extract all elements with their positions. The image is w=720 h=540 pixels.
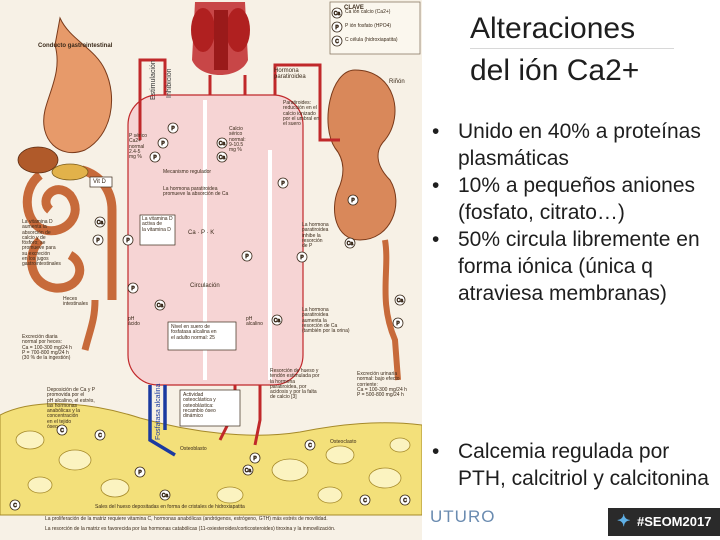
label-vit-d-activa: La vitamina D activa de la vitamina D — [142, 216, 173, 233]
title-divider — [470, 48, 674, 49]
label-paratiroides-text: Paratiroides: reducción en el calcio ion… — [283, 100, 320, 127]
label-vit-d-box: Vit D — [93, 179, 106, 185]
svg-text:P: P — [351, 198, 355, 204]
svg-text:C: C — [403, 498, 407, 504]
bullet-text: Unido en 40% a proteínas plasmáticas — [458, 120, 701, 170]
footnote-2: La proliferación de la matriz requiere v… — [45, 516, 328, 522]
svg-text:Ca: Ca — [157, 303, 164, 309]
label-circulacion: Circulación — [190, 283, 220, 289]
label-deposicion: Deposición de Ca y P promovida por el pH… — [47, 387, 96, 430]
svg-text:Ca: Ca — [162, 493, 169, 499]
diagram-illustration: P P Ca Ca P P Ca P P P Ca P P Ca P Ca P … — [0, 1, 422, 516]
bullet-item: • Unido en 40% a proteínas plasmáticas — [428, 118, 718, 172]
legend-item-phosphate: P ión fosfato (HPO4) — [345, 23, 392, 29]
label-nivel-producto: Nivel en suero de fosfatasa alcalina en … — [171, 324, 217, 341]
label-excrecion: Excreción urinaria normal: bajo efecto c… — [357, 371, 407, 398]
bullet-item: • 10% a pequeños aniones (fosfato, citrat… — [428, 172, 718, 226]
svg-text:Ca: Ca — [397, 298, 404, 304]
bullet-text: 50% circula libremente en forma iónica (… — [458, 228, 700, 305]
footer-logo-text: UTURO — [430, 507, 496, 526]
svg-text:P: P — [245, 254, 249, 260]
bullet-dot-icon: • — [432, 440, 440, 463]
label-hormona-inhibe: La hormona paratiroidea inhibe la resorc… — [302, 222, 329, 249]
svg-text:Ca: Ca — [245, 468, 252, 474]
svg-text:Ca: Ca — [219, 141, 226, 147]
label-osteoblasto: Osteoblasto — [180, 446, 207, 452]
svg-text:P: P — [335, 25, 339, 31]
svg-text:Ca: Ca — [347, 241, 354, 247]
svg-text:P: P — [281, 181, 285, 187]
svg-text:C: C — [13, 503, 17, 509]
svg-text:Ca: Ca — [334, 11, 341, 17]
footnote-3: La resorción de la matriz es favorecida … — [45, 526, 336, 532]
label-ph-alcalino: pH alcalino — [246, 316, 263, 328]
hashtag-badge: ✦ #SEOM2017 — [608, 508, 720, 536]
label-fosfatasa: Fosfatasa alcalina — [155, 383, 162, 440]
label-conducto: Conducto gastrointestinal — [38, 43, 113, 49]
label-mecanismo: Mecanismo regulador — [163, 169, 212, 175]
label-calcio-values: Calcio sérico normal: 9-10.5 mg % — [229, 126, 246, 153]
label-heces: Heces intestinales — [63, 296, 89, 308]
legend-title: CLAVE — [344, 5, 364, 11]
hashtag-text: #SEOM2017 — [637, 514, 712, 529]
slide-title-line-1: Alteraciones — [470, 12, 636, 45]
svg-text:P: P — [126, 238, 130, 244]
label-resorcion: Resorción de hueso y tendón estimulada p… — [270, 368, 320, 401]
svg-text:P: P — [161, 141, 165, 147]
svg-text:C: C — [308, 443, 312, 449]
svg-text:P: P — [138, 470, 142, 476]
svg-text:P: P — [96, 238, 100, 244]
label-osteoclasto: Osteoclasto — [330, 439, 357, 445]
slide-title-line-2: del ión Ca2+ — [470, 54, 640, 87]
svg-text:P: P — [396, 321, 400, 327]
svg-text:C: C — [363, 498, 367, 504]
svg-text:C: C — [60, 428, 64, 434]
svg-text:P: P — [171, 126, 175, 132]
svg-text:Ca: Ca — [97, 220, 104, 226]
svg-text:Ca: Ca — [274, 318, 281, 324]
svg-text:C: C — [98, 433, 102, 439]
svg-text:P: P — [300, 255, 304, 261]
bullet-item: • Calcemia regulada por PTH, calcitriol y… — [428, 438, 718, 492]
legend-item-calcium: Ca ión calcio (Ca2+) — [345, 9, 391, 15]
bullet-item: • 50% circula libremente en forma iónica … — [428, 226, 718, 307]
svg-text:P: P — [253, 456, 257, 462]
bullet-list-secondary: • Calcemia regulada por PTH, calcitriol y… — [428, 438, 718, 492]
label-hormona-aumenta: La hormona paratiroidea aumenta la resor… — [302, 307, 350, 334]
svg-text:P: P — [131, 286, 135, 292]
label-inhibicion: Inhibición — [166, 68, 173, 98]
svg-text:Ca: Ca — [219, 155, 226, 161]
footnote-1: Sales del hueso depositadas en forma de … — [95, 504, 245, 510]
bullet-text: 10% a pequeños aniones (fosfato, citrato… — [458, 174, 696, 224]
svg-text:P: P — [153, 155, 157, 161]
bullet-dot-icon: • — [432, 120, 440, 143]
slide-title: Alteraciones del ión Ca2+ — [470, 8, 680, 92]
label-hormona-promueve: La hormona paratiroidea promueve la abso… — [163, 186, 229, 198]
label-vitamina-d: La vitamina D aumenta la absorción de ca… — [22, 219, 61, 267]
calcium-regulation-diagram: P P Ca Ca P P Ca P P P Ca P P Ca P Ca P … — [0, 0, 422, 540]
svg-text:C: C — [335, 39, 339, 45]
label-ph-acido: pH ácido — [128, 316, 140, 328]
label-plasma-values: P sérico Ca2+ normal 2.4-5 mg % — [129, 133, 147, 160]
label-actividad: Actividad osteoclástica y osteoblástica:… — [183, 392, 216, 419]
label-rinon: Riñón — [389, 79, 405, 85]
twitter-bird-icon: ✦ — [617, 513, 631, 530]
legend-item-cell: C célula (hidroxiapatita) — [345, 37, 398, 43]
label-excrecion-heces: Excreción diaria normal por heces: Ca = … — [22, 334, 72, 361]
label-hormona-paratiroidea: Hormona paratiroidea — [274, 68, 306, 81]
label-estimulacion: Estimulación — [150, 60, 157, 100]
label-ca-p-k: Ca · P · K — [188, 230, 215, 236]
bullet-dot-icon: • — [432, 174, 440, 197]
bullet-dot-icon: • — [432, 228, 440, 251]
bullet-text: Calcemia regulada por PTH, calcitriol y … — [458, 440, 709, 490]
bullet-list: • Unido en 40% a proteínas plasmáticas • 1… — [428, 118, 718, 307]
